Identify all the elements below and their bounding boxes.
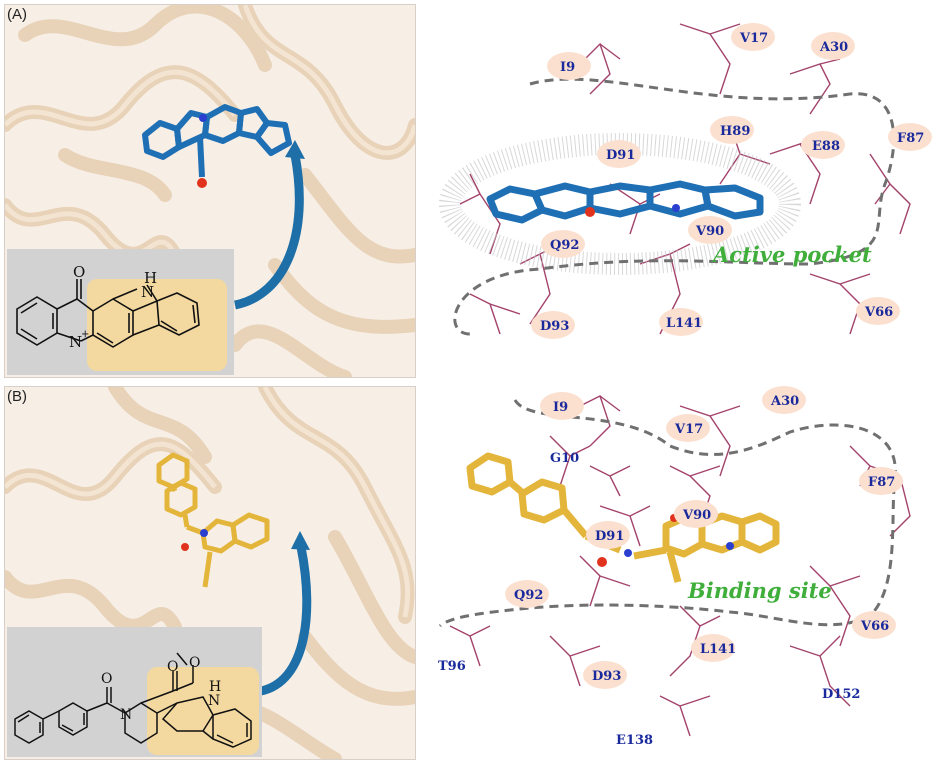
arrow-a bbox=[233, 154, 304, 310]
residue-b-v90: V90 bbox=[682, 508, 711, 523]
residue-a-e88: E88 bbox=[812, 139, 840, 154]
atom-b-ester-o1: O bbox=[167, 659, 178, 675]
ligand-a-pose bbox=[486, 180, 764, 224]
pocket-surface-a bbox=[439, 133, 801, 275]
interaction-diagram-a: I9 V17 A30 H89 E88 F87 D91 Q92 V90 D93 L… bbox=[439, 23, 932, 339]
atom-b-indole-n: N bbox=[208, 693, 220, 709]
atom-a-charge: + bbox=[81, 329, 89, 340]
panel-a-protein-view: (A) O H N bbox=[4, 4, 416, 378]
residue-sticks-b bbox=[449, 395, 911, 737]
atom-a-h: H bbox=[144, 269, 157, 287]
pocket-outline-a bbox=[453, 77, 896, 336]
residue-a-v66: V66 bbox=[864, 305, 893, 320]
structure-inset-a: O H N N + bbox=[7, 249, 234, 375]
residue-a-q92: Q92 bbox=[550, 238, 579, 253]
residue-b-d91: D91 bbox=[595, 529, 624, 544]
ligand-b-pose-nitrogen-2 bbox=[726, 542, 734, 550]
ligand-a-3d bbox=[142, 104, 292, 178]
residue-a-l141: L141 bbox=[666, 316, 702, 331]
atom-a-o: O bbox=[73, 263, 85, 281]
structure-inset-b: O O O N H N bbox=[7, 627, 262, 757]
residue-b-v17: V17 bbox=[674, 422, 703, 437]
residue-a-d93: D93 bbox=[540, 319, 569, 334]
residue-b-l141: L141 bbox=[700, 642, 736, 657]
interaction-diagram-b: I9 A30 V17 G10 F87 V90 D91 Q92 V66 L141 … bbox=[438, 386, 911, 748]
arrow-b bbox=[254, 546, 312, 697]
residue-b-q92: Q92 bbox=[514, 588, 543, 603]
residue-a-f87: F87 bbox=[897, 131, 924, 146]
residue-b-i9: I9 bbox=[553, 400, 568, 415]
residue-badges-a bbox=[531, 23, 932, 339]
protein-cartoon-b bbox=[5, 387, 415, 759]
ligand-a-oxygen bbox=[197, 178, 207, 188]
residue-b-f87: F87 bbox=[868, 475, 895, 490]
residue-sticks-a bbox=[459, 23, 911, 335]
residue-a-h89: H89 bbox=[720, 124, 750, 139]
ligand-b-pose-nitrogen-1 bbox=[624, 549, 632, 557]
residue-b-d93: D93 bbox=[592, 669, 621, 684]
pocket-label-a: Active pocket bbox=[711, 242, 872, 267]
arrow-a-head bbox=[285, 140, 305, 159]
ligand-b-nitrogen bbox=[200, 529, 208, 537]
residue-a-a30: A30 bbox=[819, 40, 848, 55]
residue-a-v90: V90 bbox=[695, 224, 724, 239]
arrow-b-head bbox=[291, 531, 310, 550]
residue-b-g10: G10 bbox=[550, 451, 579, 466]
inset-b-highlight bbox=[147, 667, 259, 755]
panel-a-label: (A) bbox=[7, 6, 27, 23]
residue-a-i9: I9 bbox=[560, 60, 575, 75]
residue-a-d91: D91 bbox=[606, 148, 635, 163]
residue-a-v17: V17 bbox=[739, 31, 768, 46]
atom-b-ketone-o: O bbox=[101, 671, 112, 687]
structure-2d-a: O H N N + bbox=[16, 263, 200, 351]
pocket-outline-b bbox=[438, 399, 897, 628]
residue-b-d152: D152 bbox=[822, 687, 860, 702]
panel-b-protein-view: (B) bbox=[4, 386, 416, 760]
residue-b-a30: A30 bbox=[770, 394, 799, 409]
ligand-b-oxygen bbox=[181, 543, 189, 551]
panel-b-label: (B) bbox=[7, 388, 27, 405]
ligand-b-pose bbox=[466, 452, 780, 583]
ligand-b-3d bbox=[156, 452, 270, 588]
residue-b-t96: T96 bbox=[438, 659, 466, 674]
atom-b-ester-o2: O bbox=[189, 655, 200, 671]
structure-2d-b: O O O N H N bbox=[14, 652, 252, 748]
pocket-label-b: Binding site bbox=[687, 578, 832, 603]
ligand-a-pose-oxygen bbox=[585, 207, 595, 217]
residue-b-v66: V66 bbox=[860, 619, 889, 634]
residue-b-e138: E138 bbox=[616, 733, 653, 748]
atom-a-n-plus: N bbox=[69, 333, 82, 351]
ligand-a-pose-nitrogen bbox=[672, 204, 680, 212]
residue-badges-b bbox=[505, 386, 903, 689]
protein-cartoon-a bbox=[5, 5, 415, 377]
atom-b-ring-n: N bbox=[120, 707, 132, 723]
ligand-b-pose-oxygen bbox=[597, 557, 607, 567]
ligand-a-nitrogen bbox=[199, 114, 207, 122]
atom-a-nh: N bbox=[141, 283, 154, 301]
atom-b-indole-h: H bbox=[209, 679, 221, 695]
